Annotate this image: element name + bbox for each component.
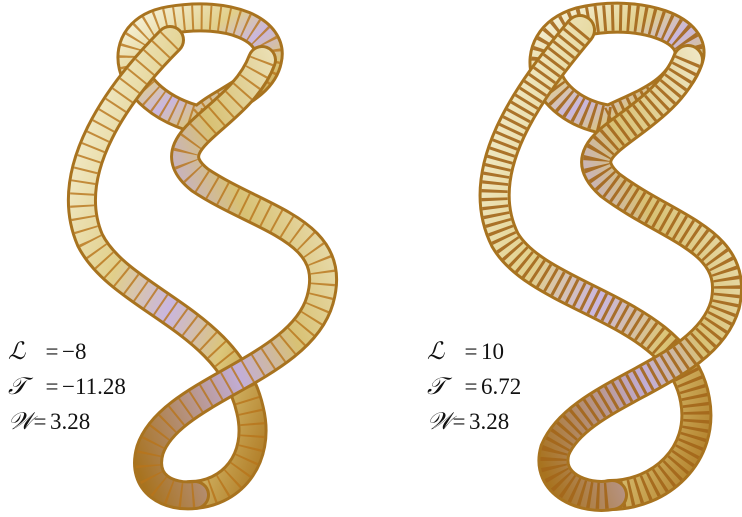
- twist-value: −11.28: [62, 370, 126, 404]
- writhe-symbol: 𝒲: [427, 404, 449, 438]
- writhe-value: 3.28: [50, 405, 90, 439]
- equals-sign: =: [30, 405, 50, 439]
- linking-symbol: ℒ: [8, 334, 42, 368]
- writhe-value: 3.28: [469, 405, 509, 439]
- right-ribbon: [495, 18, 728, 496]
- left-invariants: ℒ = −8 𝒯 = −11.28 𝒲 = 3.28: [8, 334, 126, 439]
- left-writhe: 𝒲 = 3.28: [8, 404, 126, 439]
- twist-symbol: 𝒯: [427, 369, 461, 403]
- twist-value: 6.72: [481, 370, 521, 404]
- linking-value: −8: [62, 335, 86, 369]
- equals-sign: =: [42, 335, 62, 369]
- left-twist: 𝒯 = −11.28: [8, 369, 126, 404]
- writhe-symbol: 𝒲: [8, 404, 30, 438]
- equals-sign: =: [449, 405, 469, 439]
- left-linking-number: ℒ = −8: [8, 334, 126, 369]
- right-writhe: 𝒲 = 3.28: [427, 404, 521, 439]
- right-twist: 𝒯 = 6.72: [427, 369, 521, 404]
- right-linking-number: ℒ = 10: [427, 334, 521, 369]
- twist-symbol: 𝒯: [8, 369, 42, 403]
- equals-sign: =: [461, 370, 481, 404]
- linking-value: 10: [481, 335, 504, 369]
- equals-sign: =: [42, 370, 62, 404]
- equals-sign: =: [461, 335, 481, 369]
- linking-symbol: ℒ: [427, 334, 461, 368]
- right-invariants: ℒ = 10 𝒯 = 6.72 𝒲 = 3.28: [427, 334, 521, 439]
